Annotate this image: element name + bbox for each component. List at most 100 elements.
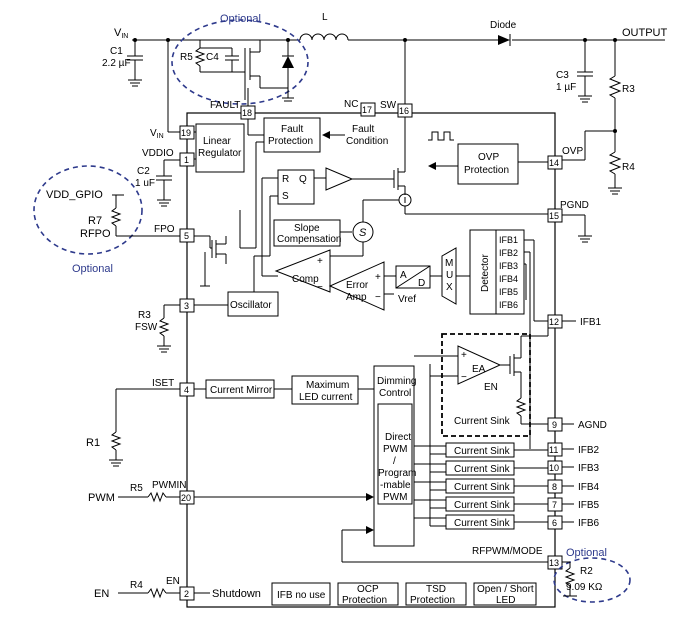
ea-text: EA [472,364,486,375]
linear-regulator-text2: Regulator [198,148,242,159]
fpo-transistor [194,210,241,287]
r2-label: R2 [580,566,593,577]
pin-vddio-label: VDDIO [142,148,174,159]
direct-pwm-text3: / [393,456,396,467]
detector-ifb5: IFB5 [499,287,518,297]
fault-protection-text1: Fault [281,124,303,135]
error-amp-text2: Amp [346,292,367,303]
en-label: EN [94,588,109,600]
optional-top-ellipse [171,19,309,105]
pin-11-num: 11 [549,445,558,455]
direct-pwm-text1: Direct [385,432,411,443]
c3-value: 1 µF [556,82,576,93]
c2-label: C2 [137,166,150,177]
latch-q: Q [299,174,307,185]
pin-15-num: 15 [549,211,559,221]
r5-pwm-label: R5 [130,483,143,494]
ad-d: D [418,278,425,289]
detector-ifb3: IFB3 [499,261,518,271]
detector-block [469,229,497,315]
pwm-waveform-icon [428,131,454,141]
r5-pwm-resistor [118,491,180,503]
tsd-text2: Protection [410,595,455,606]
pin-en-label: EN [166,576,180,587]
optional-top-label: Optional [220,13,261,25]
pin-7-num: 7 [552,500,557,510]
detector-ifb1: IFB1 [499,235,518,245]
direct-pwm-block [377,403,413,505]
current-sink-3-text: Current Sink [454,464,511,475]
pin-6-num: 6 [552,518,557,528]
optional-bottom-label: Optional [566,547,607,559]
pin-pwmin-label: PWMIN [152,480,186,491]
diode-label: Diode [490,20,517,31]
vin-label: VIN [114,27,128,40]
open-short-led-block [473,582,537,606]
fault-protection-text2: Protection [268,136,313,147]
pin-4-num: 4 [184,385,189,395]
c1-label: C1 [110,46,123,57]
comp-plus: + [317,256,323,267]
ocp-text1: OCP [357,584,379,595]
r1-label: R1 [86,437,100,449]
current-sink-6-text: Current Sink [454,518,511,529]
pin-ifb1-label: IFB1 [580,317,602,328]
ovp-protection-block [457,143,519,185]
direct-pwm-text4: Program [378,468,416,479]
pin-9-num: 9 [552,420,557,430]
current-sink-2-text: Current Sink [454,446,511,457]
error-amp-text1: Error [346,280,369,291]
shutdown-text: Shutdown [212,588,261,600]
c1-capacitor [127,40,143,87]
ad-a: A [400,270,407,281]
comp-comparator [274,249,331,293]
pgnd-ground [562,214,592,243]
slope-text1: Slope [294,223,320,234]
rfpo-label: RFPO [80,228,111,240]
optional-left-label: Optional [72,263,113,275]
error-minus: − [375,292,381,303]
r2-resistor [562,561,577,597]
latch-r: R [282,174,289,185]
output-diode [498,34,511,46]
pin-10-num: 10 [549,463,559,473]
ea-current-sink-dashed-box [441,333,531,437]
dimming-text2: Control [379,388,411,399]
detector-ifb2: IFB2 [499,248,518,258]
c1-value: 2.2 µF [102,58,131,69]
comp-text: Comp [292,274,319,285]
direct-pwm-text5: -mable [380,480,411,491]
ifb-no-use-text: IFB no use [277,590,326,601]
fsw-label: FSW [135,322,158,333]
slope-text2: Compensation [277,234,341,245]
max-led-current-block [291,375,359,405]
pin-rfpwm-label: RFPWM/MODE [472,546,543,557]
ocp-text2: Protection [342,595,387,606]
mux-block [441,247,457,305]
optional-bottom-ellipse [553,557,631,603]
c2-value: 1 uF [135,178,155,189]
r7-label: R7 [88,215,102,227]
mux-m: M [445,258,453,269]
pin-1-num: 1 [184,155,189,165]
pin-5-num: 5 [184,231,189,241]
mux-u: U [446,270,453,281]
pin-14-num: 14 [549,158,559,168]
ovp-text1: OVP [478,152,499,163]
main-switch-transistor [362,117,548,222]
current-sink-5-text: Current Sink [454,500,511,511]
pin-ifb3-label: IFB3 [578,463,600,474]
pin-fpo-label: FPO [154,224,175,235]
oscillator-text: Oscillator [230,300,272,311]
pin-12-num: 12 [549,317,559,327]
r3-left-label: R3 [138,310,151,321]
pin-16-num: 16 [399,106,409,116]
fault-condition-text1: Fault [352,124,374,135]
r2-value: 9.09 KΩ [566,582,603,593]
pin-ifb4-label: IFB4 [578,482,600,493]
max-led-text1: Maximum [306,380,349,391]
optional-left-ellipse [33,165,143,255]
pin-ovp-label: OVP [562,146,583,157]
driver-buffer [325,167,354,191]
